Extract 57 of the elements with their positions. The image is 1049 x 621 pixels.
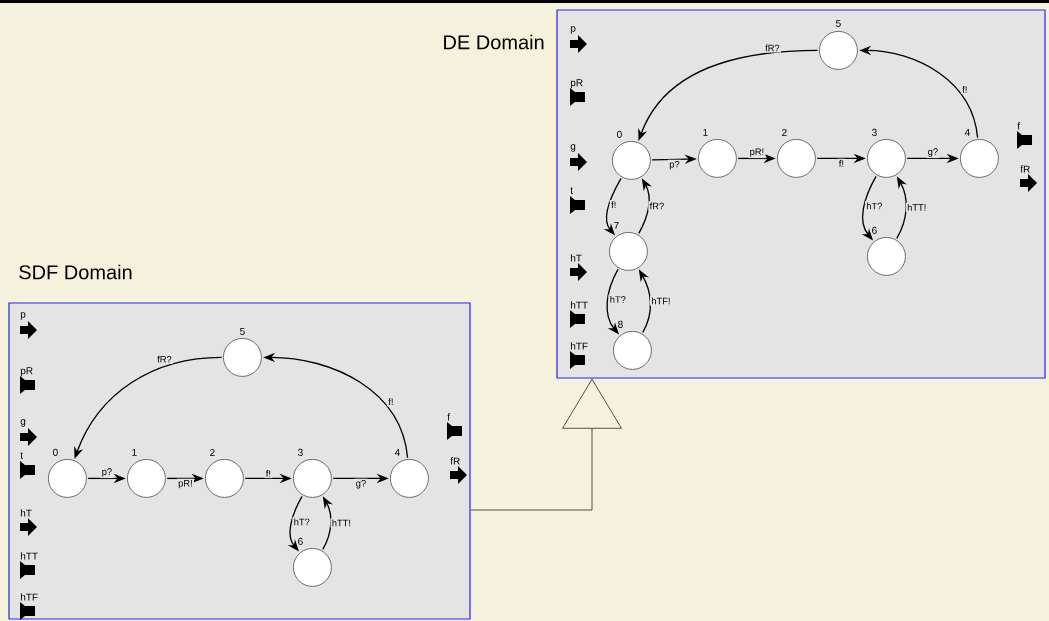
- edge-label: g?: [926, 147, 940, 159]
- edge-label: fR?: [155, 354, 173, 364]
- port-label: hTT: [570, 301, 588, 309]
- edge-label: f!: [960, 84, 969, 95]
- edge-label: hT?: [864, 201, 884, 211]
- port-label: p: [20, 312, 26, 320]
- state-number: 5: [836, 19, 841, 27]
- edge-label: p?: [667, 159, 681, 171]
- edge-label: hTT!: [330, 518, 353, 528]
- edge-label: hTF!: [650, 296, 672, 306]
- edge-label: hT?: [292, 517, 312, 527]
- port-label: hT: [20, 509, 32, 517]
- edge-label: f!: [837, 158, 846, 169]
- state-number: 1: [132, 448, 137, 456]
- state-number: 0: [53, 448, 58, 456]
- port-label: t: [570, 187, 573, 194]
- state-number: 3: [872, 128, 877, 136]
- state-number: 7: [614, 221, 619, 229]
- port-label: f: [447, 413, 451, 421]
- edge-label: f!: [386, 396, 395, 407]
- state-number: 6: [872, 226, 877, 234]
- port-label: hT: [570, 254, 582, 262]
- domain-title: SDF Domain: [19, 264, 132, 280]
- edge-label: hTT!: [905, 202, 928, 213]
- state-number: 5: [240, 327, 245, 335]
- edge-label: hT?: [608, 294, 628, 305]
- edge-label: pR!: [176, 478, 194, 490]
- state-number: 8: [618, 320, 623, 328]
- state-number: 0: [617, 130, 622, 138]
- edge-label: pR!: [748, 147, 766, 159]
- state-number: 3: [298, 448, 303, 456]
- port-label: t: [20, 452, 23, 459]
- generalization-arrow: [470, 378, 622, 511]
- port-label: fR: [1020, 165, 1030, 173]
- port-label: hTT: [20, 552, 38, 560]
- port-label: g: [20, 419, 26, 427]
- edge-label: fR?: [648, 201, 666, 211]
- port-label: pR: [570, 79, 583, 89]
- state-number: 2: [782, 128, 787, 136]
- port-label: fR: [450, 457, 460, 465]
- port-label: g: [570, 144, 576, 152]
- state-number: 1: [703, 128, 708, 136]
- state-number: 2: [210, 448, 215, 456]
- edge-label: f!: [264, 468, 273, 479]
- state-number: 4: [394, 448, 400, 456]
- state-number: 6: [298, 537, 303, 545]
- port-label: hTF: [20, 593, 38, 601]
- edge-label: g?: [354, 478, 368, 490]
- state-number: 4: [964, 128, 970, 136]
- port-label: pR: [20, 367, 33, 377]
- port-label: hTF: [570, 342, 588, 350]
- edge-label: p?: [100, 467, 114, 479]
- edge-label: fR?: [763, 43, 781, 53]
- domain-title: DE Domain: [444, 34, 544, 50]
- port-label: f: [1017, 122, 1021, 130]
- port-label: p: [570, 26, 576, 34]
- edge-label: f!: [609, 200, 618, 210]
